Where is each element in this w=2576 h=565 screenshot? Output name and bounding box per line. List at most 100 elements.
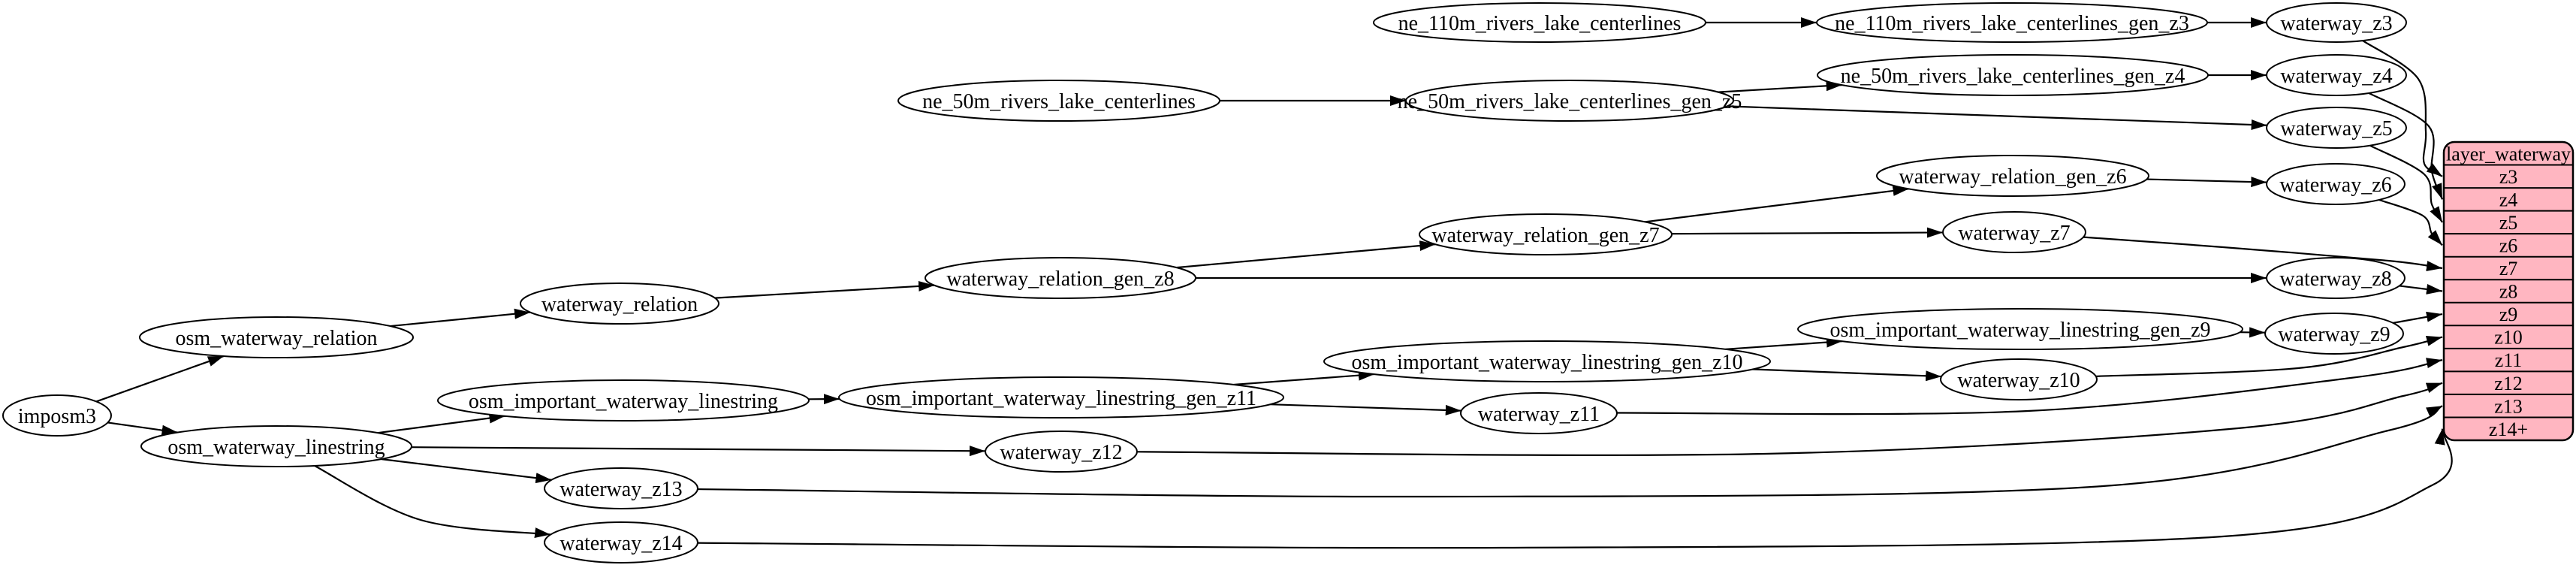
edge-waterway_z6-to-layer_waterway-z6: [2378, 198, 2443, 246]
node-waterway_relation: waterway_relation: [520, 282, 719, 325]
node-shape-waterway_z13: [544, 467, 698, 509]
node-shape-osm_important_waterway_linestring_gen_z10: [1323, 340, 1771, 382]
edge-osm_waterway_linestring-to-osm_important_waterway_linestring: [377, 412, 505, 434]
node-waterway_z13: waterway_z13: [544, 467, 698, 509]
edge-waterway_relation_gen_z7-to-waterway_z7: [1671, 227, 1944, 238]
table-row-z13: z13: [2494, 395, 2523, 417]
node-shape-waterway_z4: [2266, 54, 2407, 96]
edges-layer: [95, 17, 2453, 549]
node-shape-osm_important_waterway_linestring: [437, 379, 810, 421]
node-label-ne_110m_rivers_lake_centerlines_gen_z3: ne_110m_rivers_lake_centerlines_gen_z3: [1835, 12, 2189, 35]
node-label-osm_waterway_linestring: osm_waterway_linestring: [167, 436, 385, 459]
edge-osm_important_waterway_linestring_gen_z10-to-waterway_z10: [1752, 368, 1942, 382]
node-waterway_z7: waterway_z7: [1942, 211, 2086, 253]
node-shape-osm_important_waterway_linestring_gen_z9: [1797, 308, 2243, 350]
edge-waterway_z9-to-layer_waterway-z9: [2393, 311, 2443, 324]
table-body: [2442, 140, 2574, 442]
node-waterway_z8: waterway_z8: [2266, 257, 2406, 299]
node-shape-osm_waterway_linestring: [140, 425, 412, 467]
node-label-osm_important_waterway_linestring_gen_z9: osm_important_waterway_linestring_gen_z9: [1830, 319, 2211, 342]
node-label-ne_50m_rivers_lake_centerlines_gen_z4: ne_50m_rivers_lake_centerlines_gen_z4: [1841, 65, 2185, 88]
table-row-z4: z4: [2499, 189, 2518, 210]
node-shape-ne_50m_rivers_lake_centerlines_gen_z4: [1817, 54, 2209, 96]
edge-waterway_z4-to-layer_waterway-z4: [2368, 92, 2444, 200]
node-osm_waterway_relation: osm_waterway_relation: [139, 316, 414, 358]
node-label-ne_50m_rivers_lake_centerlines_gen_z5: ne_50m_rivers_lake_centerlines_gen_z5: [1398, 90, 1742, 113]
table-row-z9: z9: [2499, 304, 2518, 325]
node-waterway_z14: waterway_z14: [544, 521, 698, 563]
edge-waterway_z12-to-layer_waterway-z12: [1136, 382, 2443, 456]
node-label-waterway_z3: waterway_z3: [2280, 12, 2392, 35]
node-label-waterway_relation_gen_z7: waterway_relation_gen_z7: [1431, 224, 1659, 247]
nodes-layer: imposm3 osm_waterway_relation osm_waterway…: [2, 2, 2407, 563]
edge-osm_waterway_linestring-to-waterway_z12: [411, 446, 986, 457]
node-osm_important_waterway_linestring: osm_important_waterway_linestring: [437, 379, 810, 421]
node-label-waterway_z9: waterway_z9: [2278, 323, 2390, 346]
node-ne_50m_rivers_lake_centerlines_gen_z5: ne_50m_rivers_lake_centerlines_gen_z5: [1398, 80, 1742, 122]
node-shape-waterway_relation_gen_z8: [925, 257, 1196, 299]
table-row-z14+: z14+: [2489, 418, 2528, 440]
edge-imposm3-to-osm_waterway_relation: [95, 355, 225, 403]
edge-osm_important_waterway_linestring_gen_z10-to-osm_important_waterway_linestring_gen_z9: [1725, 337, 1843, 350]
node-waterway_z5: waterway_z5: [2266, 107, 2407, 149]
node-label-imposm3: imposm3: [18, 405, 96, 428]
node-label-waterway_z11: waterway_z11: [1478, 403, 1600, 426]
table-row-z6: z6: [2499, 235, 2518, 257]
edge-osm_waterway_linestring-to-waterway_z14: [314, 464, 551, 539]
node-label-waterway_relation: waterway_relation: [541, 293, 698, 316]
node-label-waterway_relation_gen_z6: waterway_relation_gen_z6: [1899, 165, 2126, 189]
node-ne_50m_rivers_lake_centerlines_gen_z4: ne_50m_rivers_lake_centerlines_gen_z4: [1817, 54, 2209, 96]
node-osm_important_waterway_linestring_gen_z11: osm_important_waterway_linestring_gen_z1…: [838, 376, 1284, 418]
node-label-waterway_z12: waterway_z12: [1000, 441, 1122, 464]
edge-waterway_z11-to-layer_waterway-z11: [1616, 358, 2443, 415]
node-shape-ne_50m_rivers_lake_centerlines: [897, 80, 1220, 122]
node-osm_important_waterway_linestring_gen_z10: osm_important_waterway_linestring_gen_z1…: [1323, 340, 1771, 382]
node-label-waterway_z10: waterway_z10: [1957, 369, 2080, 392]
node-label-osm_important_waterway_linestring: osm_important_waterway_linestring: [469, 390, 778, 413]
node-label-waterway_z8: waterway_z8: [2279, 267, 2391, 291]
node-shape-imposm3: [2, 394, 112, 437]
edge-waterway_z14-to-layer_waterway-z14+: [697, 428, 2453, 549]
node-ne_50m_rivers_lake_centerlines: ne_50m_rivers_lake_centerlines: [897, 80, 1220, 122]
node-label-osm_waterway_relation: osm_waterway_relation: [175, 327, 377, 350]
node-shape-waterway_z11: [1460, 392, 1618, 434]
edge-waterway_z3-to-layer_waterway-z3: [2362, 40, 2443, 177]
node-waterway_relation_gen_z8: waterway_relation_gen_z8: [925, 257, 1196, 299]
node-shape-waterway_z5: [2266, 107, 2407, 149]
node-ne_110m_rivers_lake_centerlines_gen_z3: ne_110m_rivers_lake_centerlines_gen_z3: [1816, 2, 2208, 43]
node-label-waterway_z13: waterway_z13: [560, 478, 682, 501]
node-shape-waterway_relation_gen_z7: [1419, 213, 1673, 255]
edge-ne_50m_rivers_lake_centerlines_gen_z5-to-ne_50m_rivers_lake_centerlines_gen_z4: [1718, 80, 1842, 93]
node-label-waterway_z14: waterway_z14: [560, 532, 682, 555]
node-shape-ne_50m_rivers_lake_centerlines_gen_z5: [1405, 80, 1734, 122]
node-shape-waterway_z6: [2266, 163, 2406, 205]
node-shape-waterway_z3: [2266, 2, 2407, 43]
node-osm_waterway_linestring: osm_waterway_linestring: [140, 425, 412, 467]
edge-waterway_z8-to-layer_waterway-z8: [2399, 283, 2443, 295]
table-layer-waterway: layer_waterwayz3z4z5z6z7z8z9z10z11z12z13…: [2442, 140, 2574, 442]
node-shape-waterway_z7: [1942, 211, 2086, 253]
node-shape-osm_waterway_relation: [139, 316, 414, 358]
node-shape-waterway_z9: [2264, 313, 2404, 355]
node-shape-waterway_relation: [520, 282, 719, 325]
node-label-ne_110m_rivers_lake_centerlines: ne_110m_rivers_lake_centerlines: [1398, 12, 1682, 35]
table-row-z3: z3: [2499, 166, 2518, 188]
table-row-z10: z10: [2494, 327, 2523, 349]
node-label-ne_50m_rivers_lake_centerlines: ne_50m_rivers_lake_centerlines: [922, 90, 1196, 113]
node-shape-osm_important_waterway_linestring_gen_z11: [838, 376, 1284, 418]
node-imposm3: imposm3: [2, 394, 112, 437]
node-label-waterway_z7: waterway_z7: [1958, 222, 2070, 245]
node-shape-ne_110m_rivers_lake_centerlines: [1373, 2, 1706, 43]
table-row-z7: z7: [2499, 258, 2518, 279]
edge-waterway_relation-to-waterway_relation_gen_z8: [714, 280, 935, 299]
table-row-z8: z8: [2499, 281, 2518, 303]
node-osm_important_waterway_linestring_gen_z9: osm_important_waterway_linestring_gen_z9: [1797, 308, 2243, 350]
node-waterway_z11: waterway_z11: [1460, 392, 1618, 434]
node-waterway_relation_gen_z6: waterway_relation_gen_z6: [1876, 155, 2149, 197]
edge-waterway_z10-to-layer_waterway-z10: [2095, 336, 2443, 377]
edge-osm_waterway_relation-to-waterway_relation: [390, 308, 531, 328]
edge-ne_50m_rivers_lake_centerlines_gen_z5-to-waterway_z5: [1727, 105, 2267, 131]
node-waterway_z12: waterway_z12: [985, 431, 1138, 473]
